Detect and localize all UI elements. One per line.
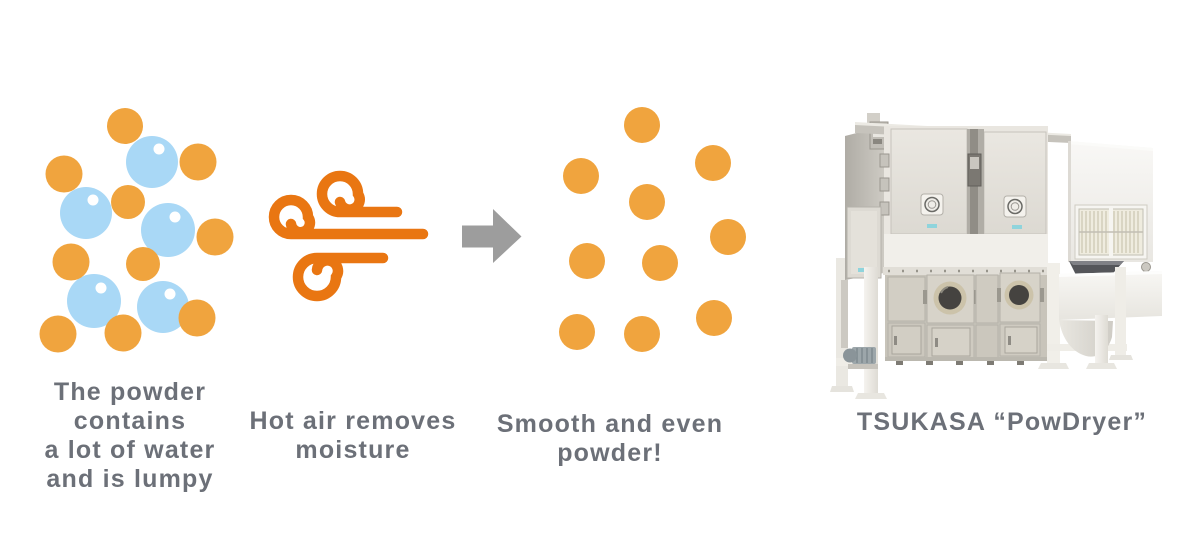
right-cabinet-edge-shadow [1068, 141, 1071, 262]
machine-door-right [983, 131, 1047, 235]
powder-particle [695, 145, 731, 181]
machine-right-inner-leg [1047, 263, 1060, 363]
powder-particle [104, 314, 142, 352]
droplet-highlight [153, 143, 165, 155]
droplet-highlight [169, 211, 181, 223]
caption-line: powder! [557, 439, 663, 467]
powder-particle [569, 243, 605, 279]
machine-door-left [890, 128, 968, 235]
chamber-panel [887, 276, 926, 322]
left-panel-inner [851, 211, 877, 274]
wind-icon [268, 170, 429, 302]
door-hinge [879, 177, 890, 192]
porthole-right-glass [1009, 285, 1029, 305]
machine-lower-band [884, 234, 1048, 273]
left-pipe [841, 280, 848, 348]
powder-particle [710, 219, 746, 255]
machine-far-right-leg [1115, 267, 1126, 355]
caption-line: moisture [295, 436, 411, 464]
door-handle [1008, 336, 1011, 345]
powder-particle [39, 315, 77, 353]
chamber-clamps [896, 361, 1024, 365]
door-hinge [879, 153, 890, 168]
door-right-label [1012, 225, 1022, 229]
hood-top-edge [1069, 261, 1124, 265]
door-left-gauge [924, 196, 940, 213]
door-left-gauge-ring [927, 200, 937, 209]
lumpy-powder-cluster [39, 108, 234, 353]
caption-line: Hot air removes [249, 407, 457, 435]
powdryer-machine-illustration [830, 113, 1162, 399]
chamber-lower-panel [975, 324, 999, 360]
porthole-left-glass [938, 286, 962, 310]
access-door [931, 327, 971, 357]
tank-top-edge [1059, 271, 1162, 277]
powder-particle [563, 158, 599, 194]
machine-rear-left-foot [830, 386, 854, 392]
tank-front-leg [1095, 315, 1108, 363]
arrow-right-icon [462, 209, 522, 263]
caption-hot-air: Hot air removes moisture [223, 407, 483, 465]
powder-particle [111, 185, 145, 219]
door-right-gauge [1007, 198, 1023, 215]
caption-line: The powder [53, 378, 207, 406]
door-left-label [927, 224, 937, 228]
water-droplet [137, 281, 189, 333]
door-handle [935, 338, 938, 347]
droplet-highlight [87, 194, 99, 206]
water-droplet [60, 187, 112, 239]
powder-particle [624, 316, 660, 352]
left-panel-label [858, 268, 867, 272]
right-inner-foot [1038, 363, 1069, 369]
water-droplet [126, 136, 178, 188]
far-right-foot [1109, 355, 1133, 360]
droplet-highlight [164, 288, 176, 300]
tank-knob [1141, 262, 1151, 272]
chamber-panel [975, 274, 999, 324]
chamber-bottom-rail [885, 357, 1056, 361]
machine-tank [1059, 271, 1162, 320]
powder-particle [629, 184, 665, 220]
powder-particle [559, 314, 595, 350]
powder-particle [52, 243, 90, 281]
powder-particle [196, 218, 234, 256]
wind-gust-bottom [292, 252, 389, 302]
machine-front-left-leg [864, 267, 878, 393]
caption-line: contains [73, 407, 187, 435]
door-right-gauge-ring [1010, 202, 1020, 211]
motor-cap [843, 348, 857, 363]
powder-particle [178, 299, 216, 337]
tank-leg-foot [1086, 363, 1117, 369]
center-gap-box-panel [970, 157, 979, 169]
powder-particle [179, 143, 217, 181]
door-handle [894, 336, 897, 345]
powder-particle [696, 300, 732, 336]
powder-particle [624, 107, 660, 143]
caption-line: Smooth and even [496, 410, 724, 438]
powder-particle [126, 247, 160, 281]
water-droplet [141, 203, 195, 257]
control-box-switch [873, 139, 882, 144]
porthole-left-shine [940, 286, 949, 294]
powder-particle [45, 155, 83, 193]
right-cabinet-top-edge [1068, 141, 1153, 151]
wind-gust-middle [268, 194, 429, 240]
caption-machine-name: TSUKASA “PowDryer” [832, 408, 1172, 437]
caption-smooth-powder: Smooth and even powder! [480, 410, 740, 468]
machine-name-label: TSUKASA “PowDryer” [856, 408, 1148, 436]
caption-line: and is lumpy [46, 465, 214, 493]
caption-lumpy-powder: The powder contains a lot of water and i… [10, 378, 250, 494]
droplet-highlight [95, 282, 107, 294]
powder-particle [107, 108, 143, 144]
machine-motor [852, 347, 876, 364]
wind-gust-top [316, 170, 403, 218]
chamber-top-rail [883, 267, 1058, 275]
motor-base [848, 364, 878, 369]
front-left-foot [855, 393, 887, 399]
caption-line: a lot of water [44, 436, 216, 464]
smooth-powder-cluster [559, 107, 746, 352]
water-droplet [67, 274, 121, 328]
powder-particle [642, 245, 678, 281]
